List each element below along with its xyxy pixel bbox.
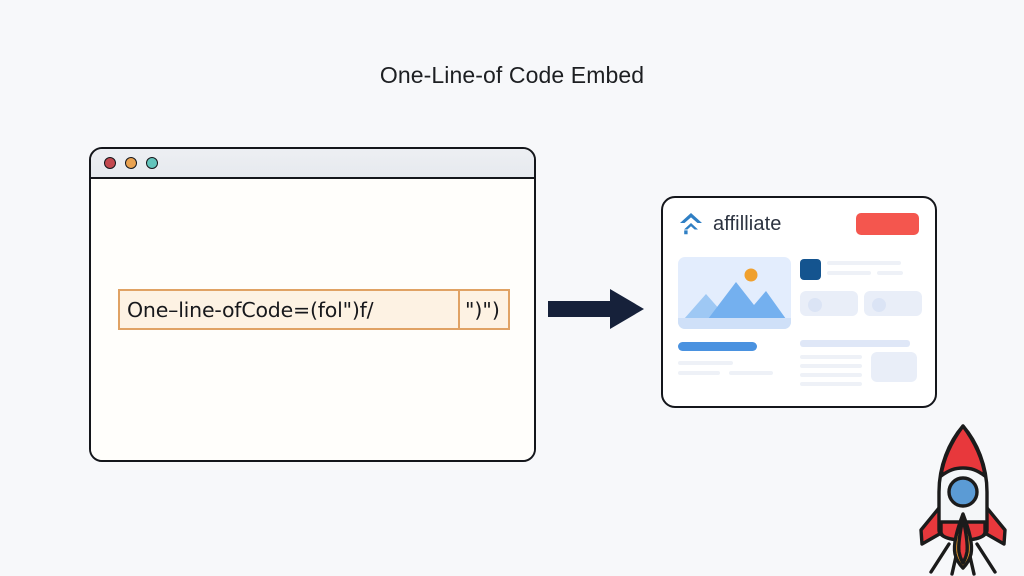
placeholder-line [800,355,862,359]
media-thumbnail [678,257,791,329]
page-title: One-Line-of Code Embed [379,62,645,88]
progress-bar [678,342,757,351]
stat-box-icon [808,298,822,312]
browser-window-mockup: One–line-ofCode=(fol")f/ ")") [89,147,536,462]
placeholder-line [827,271,871,275]
browser-content-area: One–line-ofCode=(fol")f/ ")") [91,179,534,460]
placeholder-line [800,373,862,377]
placeholder-line [800,364,862,368]
double-chevron-up-icon [680,213,702,235]
code-snippet-tail: ")") [465,297,500,322]
code-divider [458,291,461,328]
close-dot[interactable] [104,157,116,169]
cta-button[interactable] [856,213,919,235]
placeholder-line [800,340,910,347]
code-snippet-text: One–line-ofCode=(fol")f/ [127,297,374,322]
thumbnail-box [871,352,917,382]
card-body [663,250,935,406]
placeholder-line [827,261,901,265]
maximize-dot[interactable] [146,157,158,169]
placeholder-line [729,371,773,375]
affiliate-preview-card: affilliate [661,196,937,408]
avatar-chip [800,259,821,280]
code-snippet-box[interactable]: One–line-ofCode=(fol")f/ ")") [118,289,510,330]
minimize-dot[interactable] [125,157,137,169]
placeholder-line [800,382,862,386]
browser-titlebar [91,149,534,179]
card-header: affilliate [663,198,935,250]
mountain-image-placeholder-icon [678,268,791,329]
flow-arrow-icon [548,289,644,329]
placeholder-line [678,371,720,375]
rocket-icon [919,424,1007,576]
placeholder-line [877,271,903,275]
brand-name: affilliate [713,212,782,235]
placeholder-line [678,361,733,365]
stat-box-icon [872,298,886,312]
